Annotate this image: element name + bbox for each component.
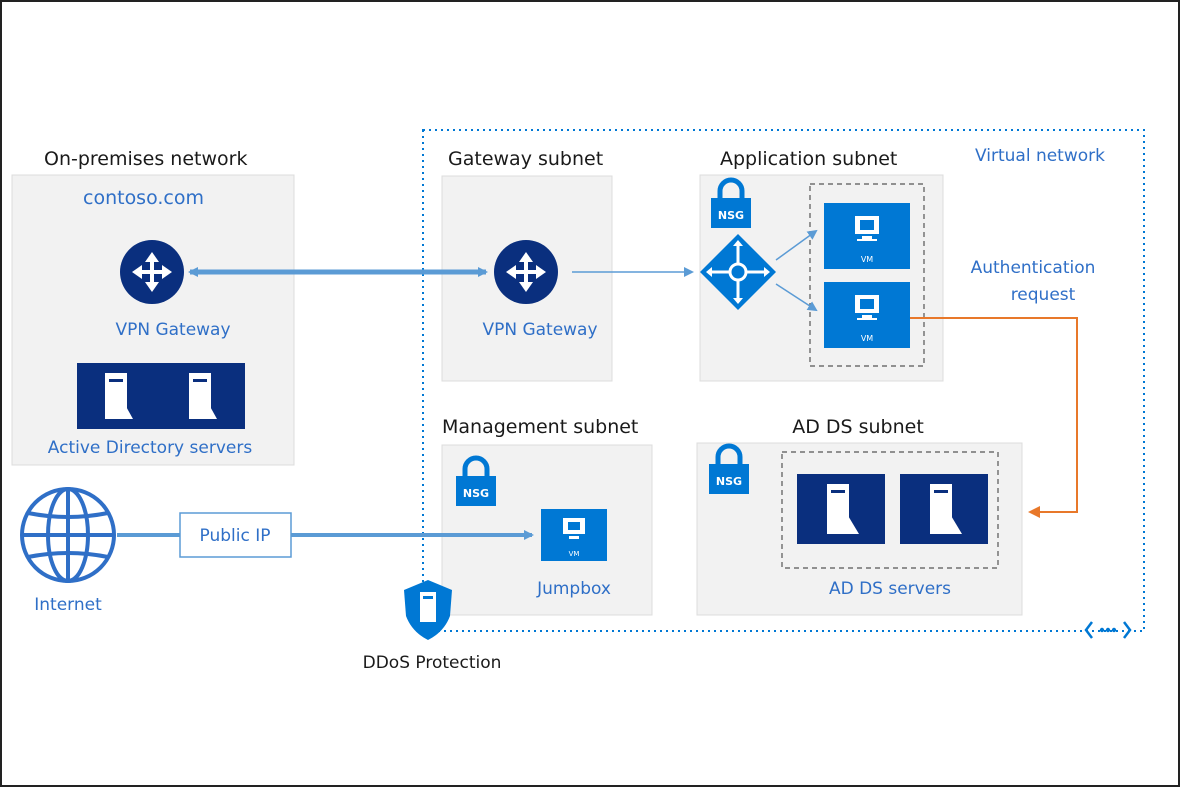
application-subnet-label: Application subnet (720, 148, 897, 170)
vm-icon (824, 203, 910, 269)
on-premises-label: On-premises network (44, 148, 247, 170)
lb-to-vm2-arrow (775, 283, 818, 312)
vm-label: VM (569, 550, 580, 558)
ad-server-icon (77, 363, 161, 429)
vm-label: VM (861, 334, 873, 343)
adds-subnet-label: AD DS subnet (792, 416, 924, 438)
adds-server-icon (797, 474, 885, 544)
ad-servers-label: Active Directory servers (48, 438, 253, 458)
ad-server-icon (161, 363, 245, 429)
adds-server-icon (900, 474, 988, 544)
management-subnet-label: Management subnet (442, 416, 638, 438)
load-balancer-icon (700, 234, 776, 310)
jumpbox-vm-icon (541, 509, 607, 561)
authentication-request-arrow (910, 317, 1078, 518)
ddos-shield-icon (404, 580, 452, 640)
vm-icon (824, 282, 910, 348)
internet-label: Internet (34, 595, 102, 615)
domain-label: contoso.com (83, 187, 204, 209)
app-vm-group (809, 183, 925, 367)
nsg-icon (711, 177, 751, 228)
ddos-label: DDoS Protection (363, 653, 502, 673)
virtual-network-boundary (422, 129, 1145, 632)
internet-globe-icon (20, 487, 116, 583)
vpn-gateway-onprem-icon (120, 240, 184, 304)
vpn-gateway-onprem-label: VPN Gateway (115, 320, 230, 340)
vnet-icon (1084, 621, 1132, 639)
auth-request-label-line1: Authentication (971, 258, 1096, 278)
nsg-label: NSG (718, 209, 744, 222)
vm-label: VM (861, 255, 873, 264)
nsg-label: NSG (463, 487, 489, 500)
lb-to-vm1-arrow (775, 229, 818, 261)
auth-request-label-line2: request (1011, 285, 1076, 305)
adds-servers-label: AD DS servers (829, 579, 951, 599)
gateway-subnet-label: Gateway subnet (448, 148, 603, 170)
adds-server-group (781, 451, 999, 569)
jumpbox-label: Jumpbox (536, 579, 611, 599)
vpn-gateway-azure-icon (494, 240, 558, 304)
nsg-icon (709, 443, 749, 494)
vpn-gateway-azure-label: VPN Gateway (482, 320, 597, 340)
nsg-label: NSG (716, 475, 742, 488)
public-ip-label: Public IP (200, 526, 271, 546)
virtual-network-label: Virtual network (975, 146, 1105, 166)
public-ip-box (179, 512, 292, 558)
nsg-icon (456, 455, 496, 506)
